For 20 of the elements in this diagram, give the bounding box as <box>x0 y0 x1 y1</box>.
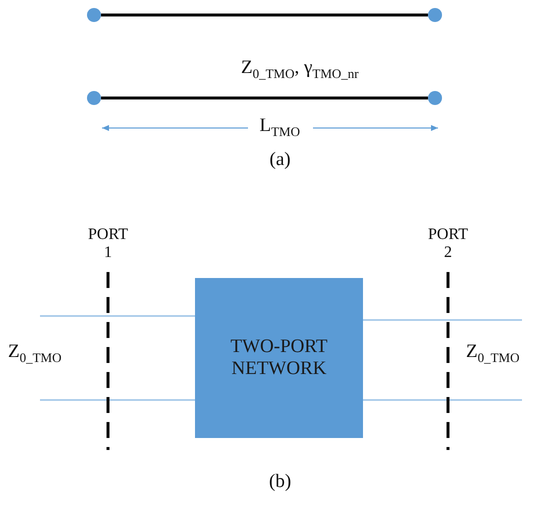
block-label: TWO-PORT NETWORK <box>229 336 328 380</box>
conductor-line <box>101 14 428 16</box>
terminal-dot <box>428 91 442 105</box>
impedance-label: Z$_{0_TMO}$ <box>8 342 62 366</box>
transmission-line <box>40 315 195 317</box>
transmission-line <box>363 319 522 321</box>
conductor-line <box>101 96 428 100</box>
impedance-label: Z$_{0_TMO}$ <box>466 342 520 366</box>
terminal-dot <box>87 91 101 105</box>
panel-label: (a) <box>270 150 291 171</box>
transmission-line <box>363 399 522 401</box>
network-block <box>195 278 363 438</box>
port-label: PORT 2 <box>427 226 469 262</box>
transmission-line <box>40 399 195 401</box>
line-parameter-label: Z$_{0_TMO}$, γ$_{TMO_nr}$ <box>241 58 359 82</box>
terminal-dot <box>87 8 101 22</box>
length-label: L$_{TMO}$ <box>260 116 300 140</box>
port-label: PORT 1 <box>87 226 129 262</box>
terminal-dot <box>428 8 442 22</box>
panel-label: (b) <box>269 472 292 493</box>
